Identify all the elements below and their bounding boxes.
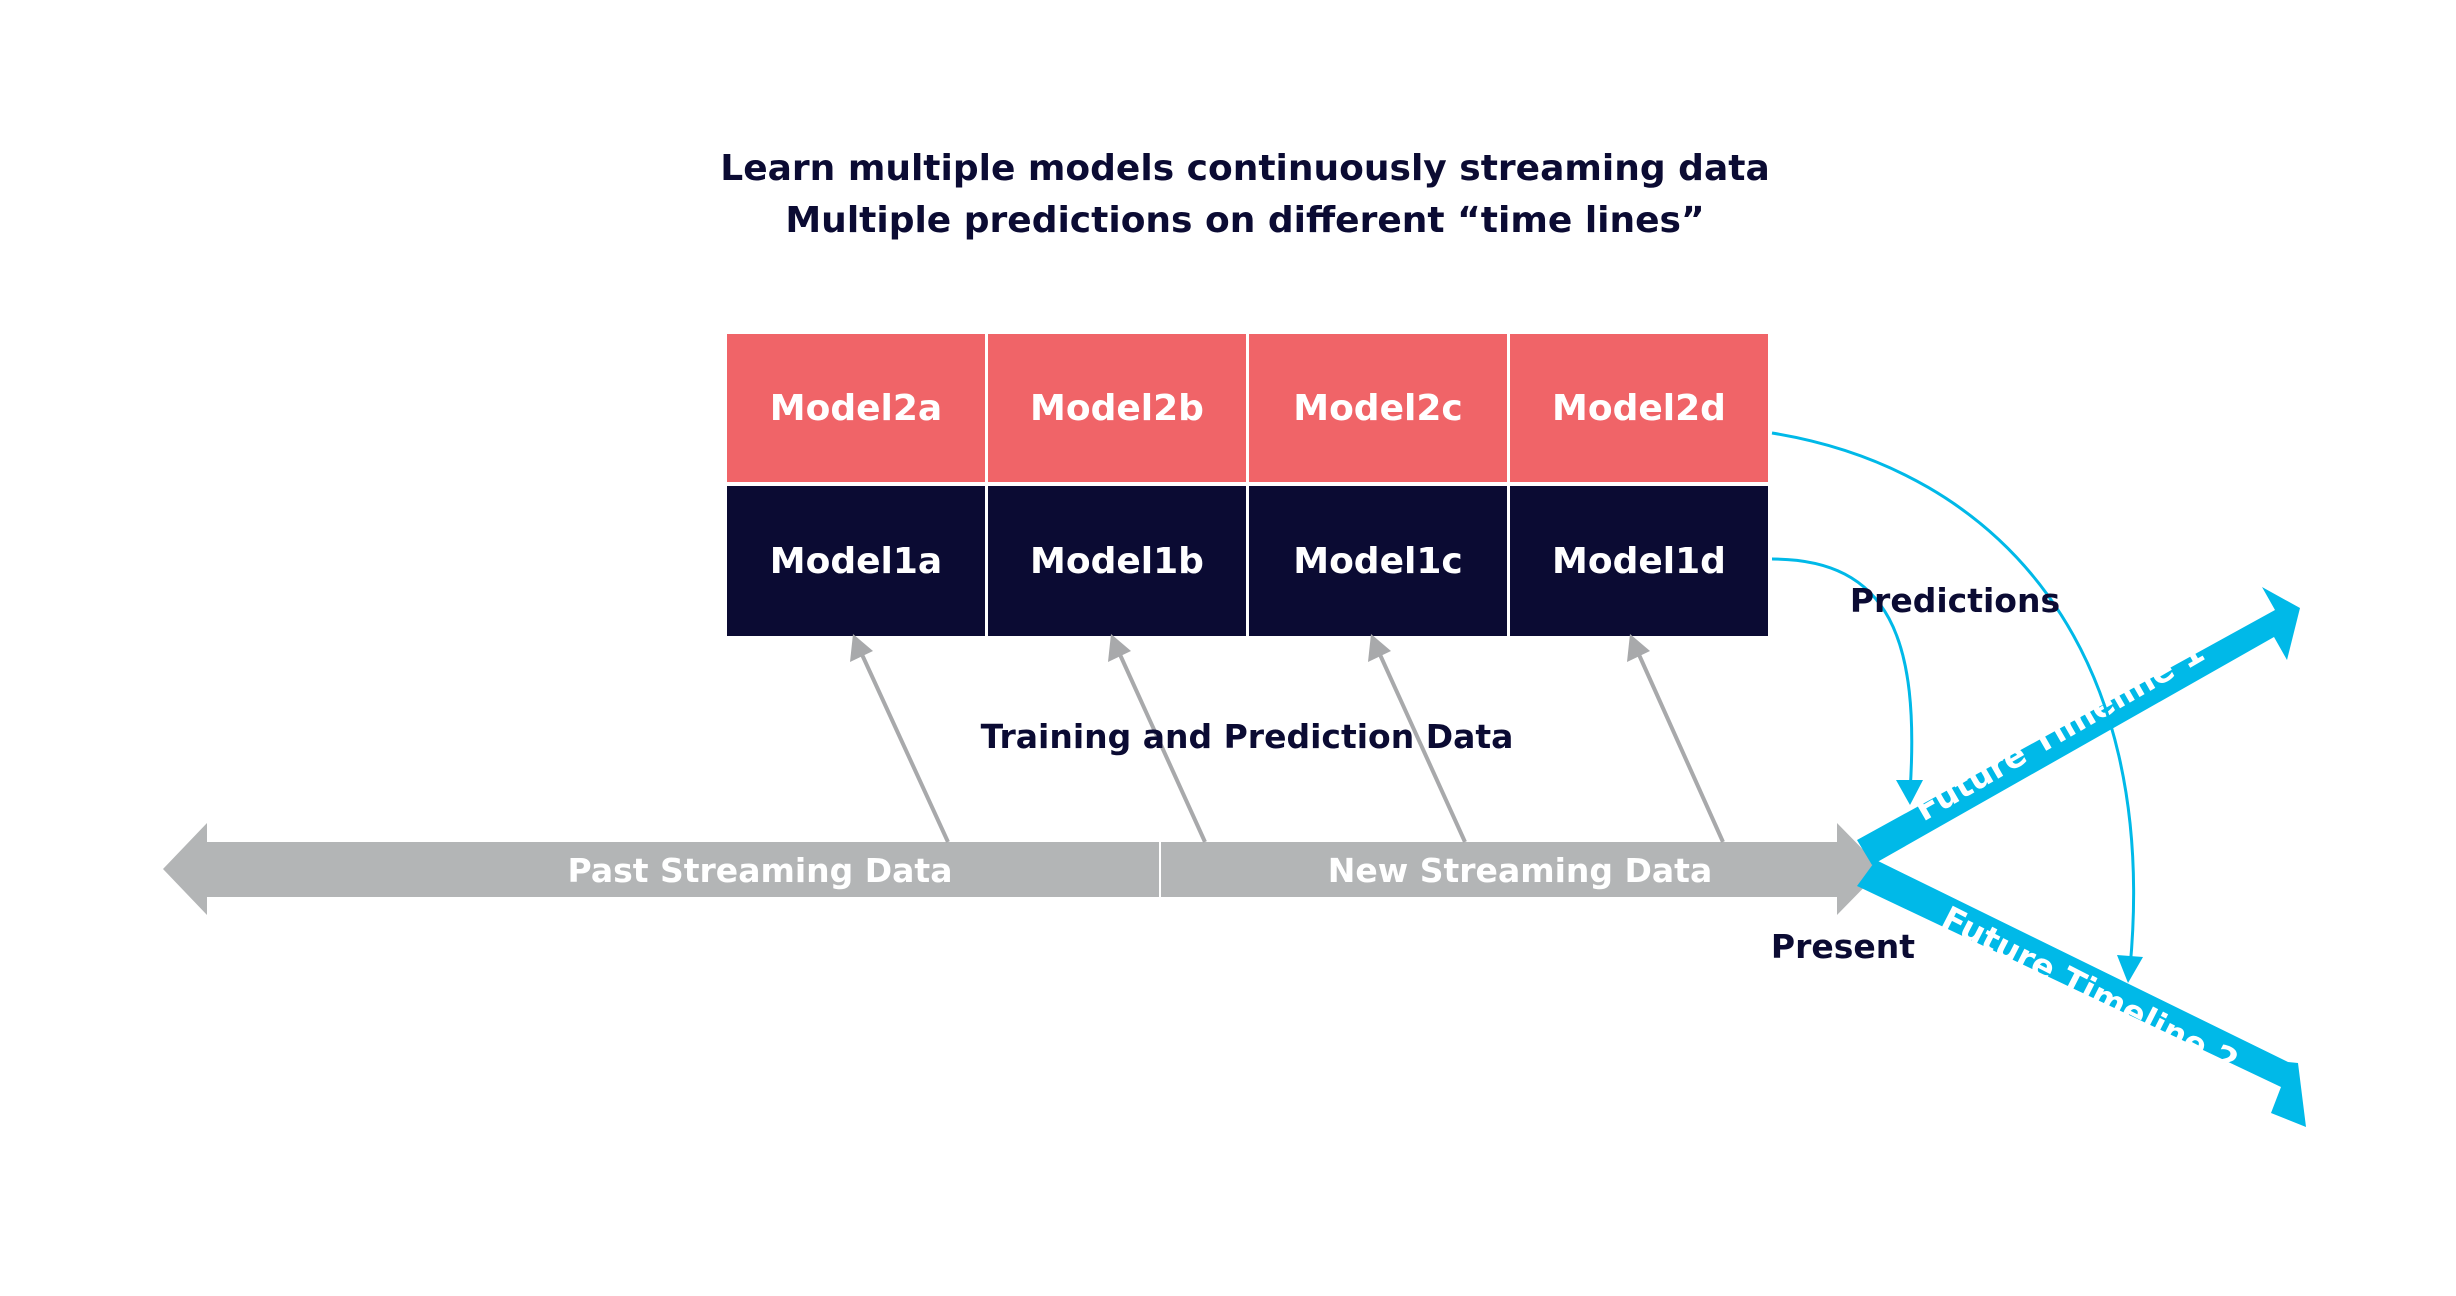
predictions-label: Predictions xyxy=(1850,581,2060,620)
future-timeline-1-arrow xyxy=(1857,587,2300,865)
prediction-curve-model1d xyxy=(1771,557,1914,793)
model2b-cell xyxy=(988,334,1246,482)
model1a-cell xyxy=(727,486,985,636)
present-label: Present xyxy=(1771,927,1915,966)
data-arrow-d xyxy=(1634,647,1725,843)
model1d-cell xyxy=(1510,486,1768,636)
model2d-label: Model2d xyxy=(1552,388,1726,429)
data-arrowhead-b xyxy=(1108,634,1131,662)
data-arrowhead-a xyxy=(850,634,873,662)
model1b-cell xyxy=(988,486,1246,636)
title-line-2: Multiple predictions on different “time … xyxy=(785,200,1704,241)
model1c-cell xyxy=(1249,486,1507,636)
model2a-label: Model2a xyxy=(770,388,942,429)
model1d-label: Model1d xyxy=(1552,541,1726,582)
data-arrowhead-c xyxy=(1368,634,1391,662)
model1a-label: Model1a xyxy=(770,541,942,582)
model1c-label: Model1c xyxy=(1293,541,1462,582)
prediction-arrowhead-1 xyxy=(1896,780,1923,805)
future-timeline-1-label: Future Timeline 1 xyxy=(1908,631,2211,828)
training-data-arrows xyxy=(857,647,1725,843)
prediction-curve-model2d xyxy=(1771,431,2136,969)
prediction-arrowhead-2 xyxy=(2117,955,2143,983)
streaming-data-band xyxy=(163,823,1882,915)
training-prediction-data-label: Training and Prediction Data xyxy=(981,717,1514,756)
past-streaming-data-label: Past Streaming Data xyxy=(568,851,953,890)
future-timeline-2-arrow xyxy=(1857,860,2306,1127)
data-arrowhead-d xyxy=(1627,634,1650,662)
model2c-cell xyxy=(1249,334,1507,482)
model2c-label: Model2c xyxy=(1293,388,1462,429)
data-arrow-b xyxy=(1115,647,1207,843)
title-line-1: Learn multiple models continuously strea… xyxy=(720,148,1769,189)
data-arrow-a xyxy=(857,647,950,843)
model2b-label: Model2b xyxy=(1030,388,1204,429)
model2d-cell xyxy=(1510,334,1768,482)
model1b-label: Model1b xyxy=(1030,541,1204,582)
training-data-arrowheads xyxy=(850,634,1650,662)
model2a-cell xyxy=(727,334,985,482)
future-timeline-2-label: Future Timeline 2 xyxy=(1936,898,2245,1081)
data-arrow-c xyxy=(1375,647,1467,843)
new-streaming-data-label: New Streaming Data xyxy=(1328,851,1712,890)
